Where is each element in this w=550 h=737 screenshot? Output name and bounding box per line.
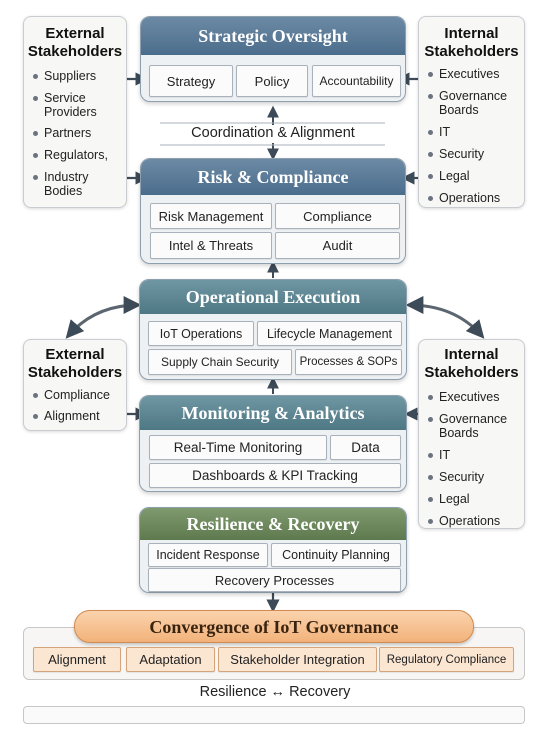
strategy-box: Strategy bbox=[149, 65, 233, 97]
resilience-recovery-title: Resilience & Recovery bbox=[140, 508, 406, 540]
list-item: IT bbox=[419, 125, 524, 139]
internal-stakeholders-mid-panel: Internal Stakeholders Executives Governa… bbox=[418, 339, 525, 529]
list-item: Legal bbox=[419, 492, 524, 506]
list-item: Compliance bbox=[24, 388, 126, 402]
list-item: Governance Boards bbox=[419, 412, 524, 440]
operational-execution-block: Operational Execution IoT Operations Lif… bbox=[139, 279, 407, 380]
list-item: Governance Boards bbox=[419, 89, 524, 117]
external-stakeholders-title: External Stakeholders bbox=[27, 25, 123, 60]
dashboards-kpi-box: Dashboards & KPI Tracking bbox=[149, 463, 401, 488]
recovery-processes-box: Recovery Processes bbox=[148, 568, 401, 592]
list-item: IT bbox=[419, 448, 524, 462]
processes-sops-box: Processes & SOPs bbox=[295, 349, 402, 375]
list-item: Partners bbox=[24, 126, 126, 140]
iot-operations-box: IoT Operations bbox=[148, 321, 254, 346]
internal-stakeholders-title: Internal Stakeholders bbox=[424, 346, 519, 381]
resilience-recovery-footer: Resilience ↔ Recovery bbox=[199, 684, 351, 700]
stakeholder-integration-box: Stakeholder Integration bbox=[218, 647, 377, 672]
lifecycle-management-box: Lifecycle Management bbox=[257, 321, 402, 346]
incident-response-box: Incident Response bbox=[148, 543, 268, 567]
list-item: Executives bbox=[419, 67, 524, 81]
curved-arrow-right bbox=[405, 296, 485, 339]
monitoring-analytics-block: Monitoring & Analytics Real-Time Monitor… bbox=[139, 395, 407, 492]
external-stakeholders-mid-panel: External Stakeholders Compliance Alignme… bbox=[23, 339, 127, 431]
risk-compliance-title: Risk & Compliance bbox=[141, 159, 405, 195]
audit-box: Audit bbox=[275, 232, 400, 259]
regulatory-compliance-box: Regulatory Compliance bbox=[379, 647, 514, 672]
data-box: Data bbox=[330, 435, 401, 460]
bottom-bar bbox=[23, 706, 525, 724]
list-item: Executives bbox=[419, 390, 524, 404]
real-time-monitoring-box: Real-Time Monitoring bbox=[149, 435, 327, 460]
list-item: Security bbox=[419, 147, 524, 161]
policy-box: Policy bbox=[236, 65, 308, 97]
monitoring-analytics-title: Monitoring & Analytics bbox=[140, 396, 406, 430]
list-item: Operations bbox=[419, 514, 524, 528]
strategic-oversight-block: Strategic Oversight Strategy Policy Acco… bbox=[140, 16, 406, 102]
list-item: Operations bbox=[419, 191, 524, 205]
list-item: Security bbox=[419, 470, 524, 484]
list-item: Service Providers bbox=[24, 91, 126, 119]
list-item: Industry Bodies bbox=[24, 170, 126, 198]
risk-management-box: Risk Management bbox=[150, 203, 272, 229]
internal-stakeholders-title: Internal Stakeholders bbox=[424, 25, 519, 60]
coordination-label: Coordination & Alignment bbox=[191, 125, 355, 141]
continuity-planning-box: Continuity Planning bbox=[271, 543, 401, 567]
external-stakeholders-top-panel: External Stakeholders Suppliers Service … bbox=[23, 16, 127, 208]
risk-compliance-block: Risk & Compliance Risk Management Compli… bbox=[140, 158, 406, 264]
curved-arrow-left bbox=[65, 296, 142, 339]
convergence-title: Convergence of IoT Governance bbox=[74, 610, 474, 643]
external-stakeholders-title: External Stakeholders bbox=[27, 346, 123, 381]
resilience-recovery-block: Resilience & Recovery Incident Response … bbox=[139, 507, 407, 593]
accountability-box: Accountability bbox=[312, 65, 401, 97]
strategic-oversight-title: Strategic Oversight bbox=[141, 17, 405, 55]
adaptation-box: Adaptation bbox=[126, 647, 215, 672]
operational-execution-title: Operational Execution bbox=[140, 280, 406, 314]
list-item: Legal bbox=[419, 169, 524, 183]
supply-chain-security-box: Supply Chain Security bbox=[148, 349, 292, 375]
list-item: Alignment bbox=[24, 409, 126, 423]
intel-threats-box: Intel & Threats bbox=[150, 232, 272, 259]
alignment-box: Alignment bbox=[33, 647, 121, 672]
list-item: Suppliers bbox=[24, 69, 126, 83]
compliance-box: Compliance bbox=[275, 203, 400, 229]
list-item: Regulators, bbox=[24, 148, 126, 162]
internal-stakeholders-top-panel: Internal Stakeholders Executives Governa… bbox=[418, 16, 525, 208]
